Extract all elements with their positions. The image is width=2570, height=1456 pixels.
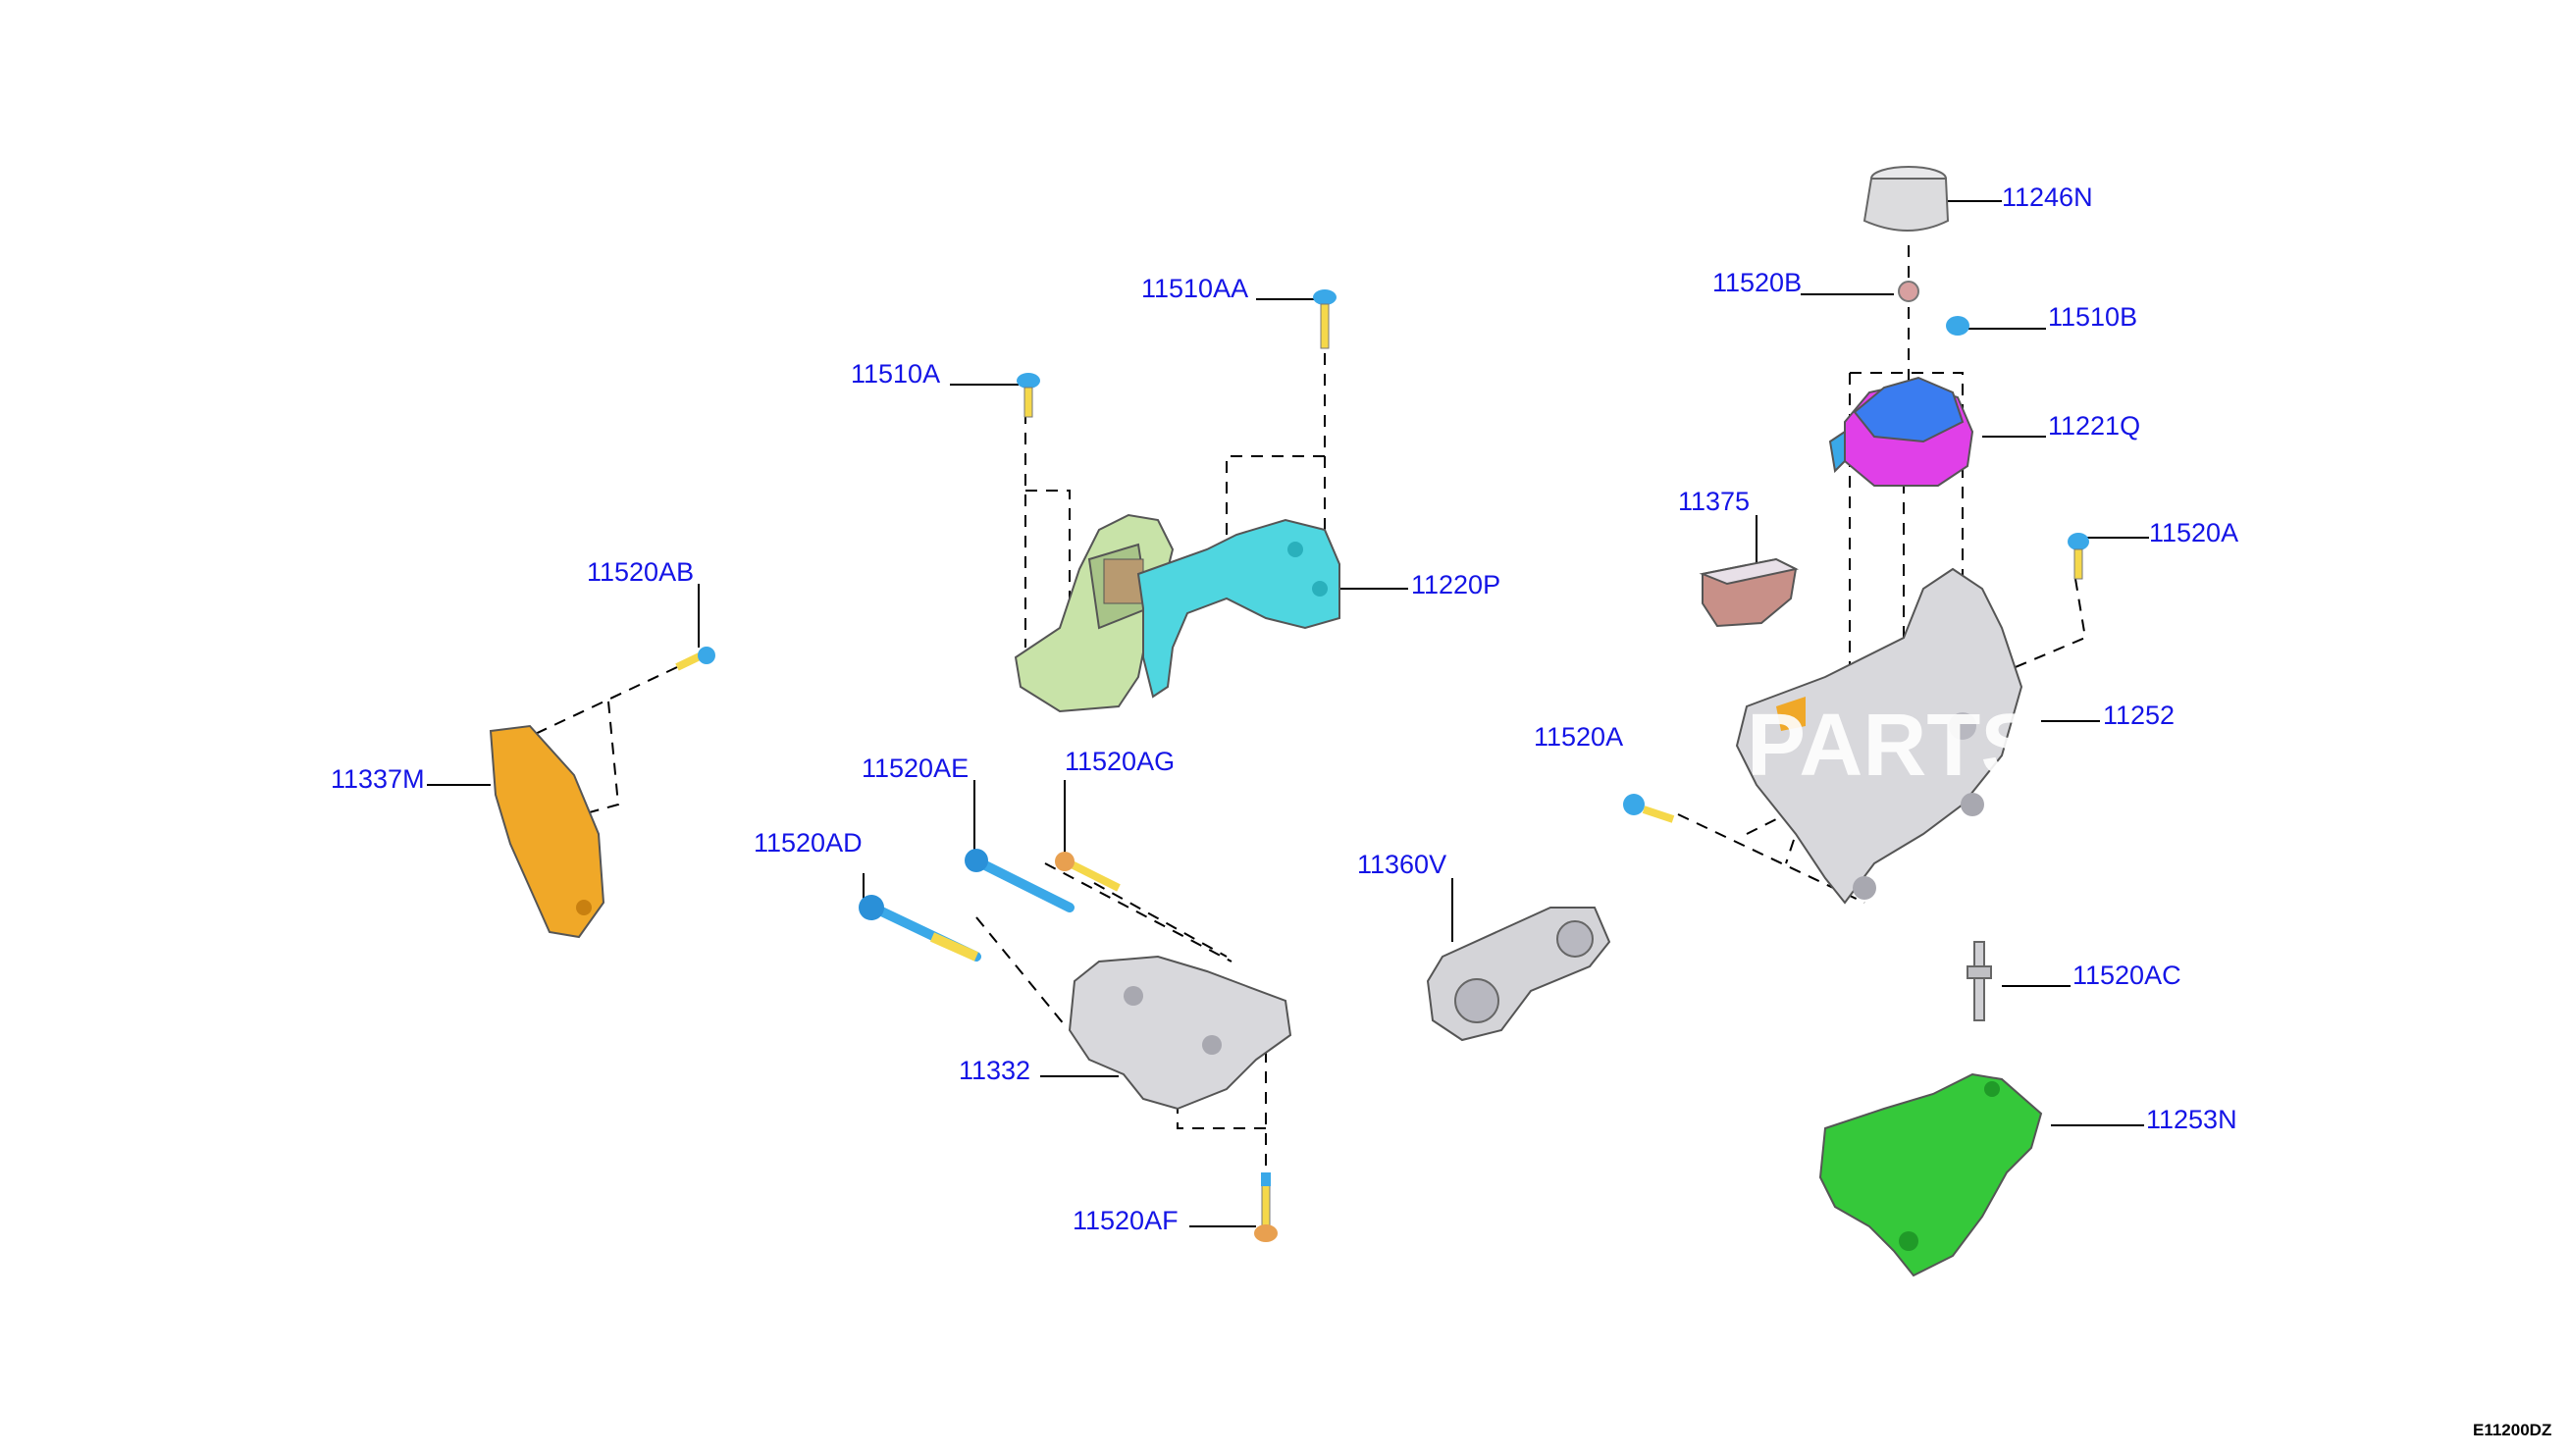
label-11520AC[interactable]: 11520AC <box>2072 961 2181 990</box>
bolt-11510A <box>1017 373 1040 418</box>
engine-mount-bracket-cyan <box>1136 518 1340 699</box>
diagram-code: E11200DZ <box>2473 1421 2551 1439</box>
label-11332[interactable]: 11332 <box>959 1056 1030 1085</box>
bolt-11520AE <box>965 849 1075 912</box>
bolt-11520AD <box>859 895 981 962</box>
label-11510B[interactable]: 11510B <box>2048 302 2137 332</box>
engine-mount-green <box>1014 513 1175 713</box>
bolt-11520A-right <box>2068 533 2089 580</box>
label-11510AA[interactable]: 11510AA <box>1141 274 1248 303</box>
label-11520AB[interactable]: 11520AB <box>587 557 694 587</box>
bolts <box>675 289 2089 1242</box>
nut-11520B <box>1898 281 1919 302</box>
label-11375[interactable]: 11375 <box>1678 487 1750 516</box>
bolt-11520AG <box>1055 852 1121 892</box>
mount-silver-11332 <box>1068 955 1292 1111</box>
label-11520AE[interactable]: 11520AE <box>862 754 969 783</box>
stud-11520AC <box>1967 941 1992 1021</box>
label-11220P[interactable]: 11220P <box>1411 570 1500 599</box>
label-11252[interactable]: 11252 <box>2103 701 2175 730</box>
bracket-green-11253N <box>1818 1072 2043 1277</box>
bolt-11510AA <box>1313 289 1337 349</box>
label-11520AG[interactable]: 11520AG <box>1065 747 1175 776</box>
label-11253N[interactable]: 11253N <box>2146 1105 2237 1134</box>
bolt-11520AF <box>1254 1172 1278 1242</box>
watermark-text: PARTS <box>1747 697 2039 795</box>
mount-blue-magenta-11221Q <box>1828 376 1974 487</box>
label-11520AD[interactable]: 11520AD <box>754 828 863 858</box>
label-11520A[interactable]: 11520A <box>2149 518 2238 547</box>
label-11360V[interactable]: 11360V <box>1357 850 1446 879</box>
label-11246N[interactable]: 11246N <box>2002 182 2093 212</box>
label-11520AF[interactable]: 11520AF <box>1073 1206 1179 1235</box>
bolt-11520A-left <box>1623 794 1675 823</box>
label-11337M[interactable]: 11337M <box>331 764 425 794</box>
torque-rod-11360V <box>1426 907 1611 1042</box>
bracket-silver-11252 <box>1735 567 2023 905</box>
label-11221Q[interactable]: 11221Q <box>2048 411 2140 441</box>
label-11520B[interactable]: 11520B <box>1712 268 1802 297</box>
bolt-11510B <box>1946 316 1969 336</box>
cap-11246N <box>1862 166 1950 232</box>
pad-11375 <box>1699 557 1799 628</box>
part-labels: 11510AA 11510A 11220P 11520AB 11337M 115… <box>331 182 2238 1235</box>
bracket-orange <box>489 724 605 939</box>
bolt-11520AB <box>675 647 715 671</box>
label-11510A[interactable]: 11510A <box>851 359 940 389</box>
label-11520A-left[interactable]: 11520A <box>1534 722 1623 752</box>
leader-lines <box>427 200 2149 1227</box>
